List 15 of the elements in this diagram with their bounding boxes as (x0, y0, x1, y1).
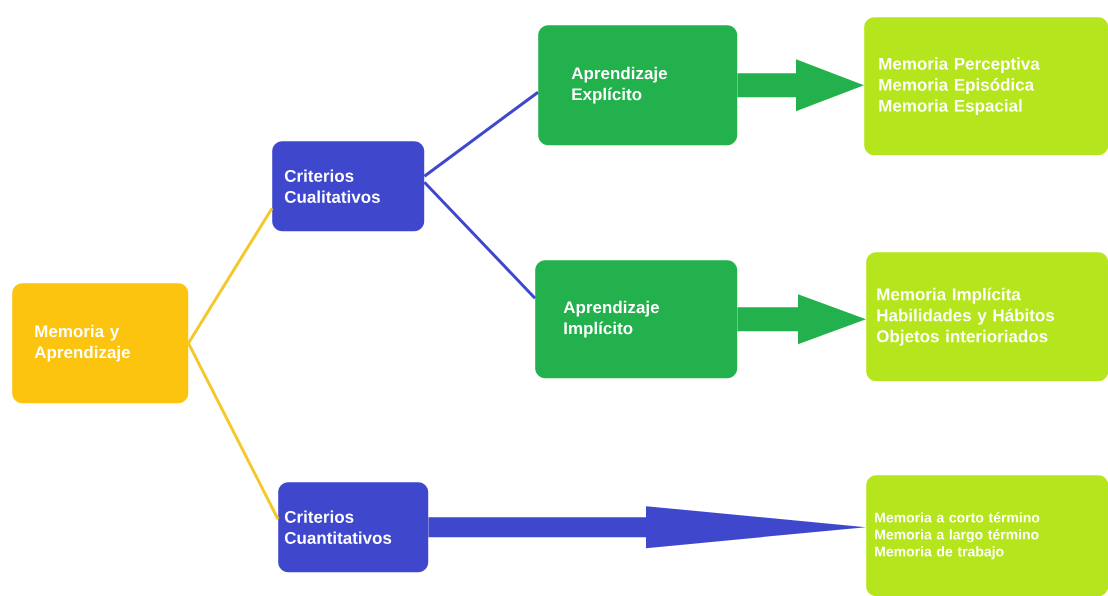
start-box: Memoria y Aprendizaje (12, 283, 189, 404)
memory-list-box: Memoria Perceptiva Memoria Episódica Memoria Espacial (864, 17, 1108, 156)
connector-line (423, 181, 537, 300)
connector-line (423, 91, 539, 178)
arrow (737, 294, 866, 345)
connector-line (187, 207, 274, 344)
category-box: Criterios Cualitativos (272, 141, 425, 232)
category-box: Criterios Cuantitativos (278, 482, 429, 573)
memory-list-box: Memoria Implícita Habilidades y Hábitos Objetos interioriados (866, 252, 1108, 382)
arrow (737, 59, 864, 112)
memory-list-box: Memoria a corto término Memoria a largo término Memoria de trabajo (866, 475, 1108, 596)
connector-line (187, 342, 280, 520)
arrow (428, 506, 866, 549)
learning-box: Aprendizaje Implícito (535, 260, 738, 379)
learning-box: Aprendizaje Explícito (538, 25, 738, 146)
